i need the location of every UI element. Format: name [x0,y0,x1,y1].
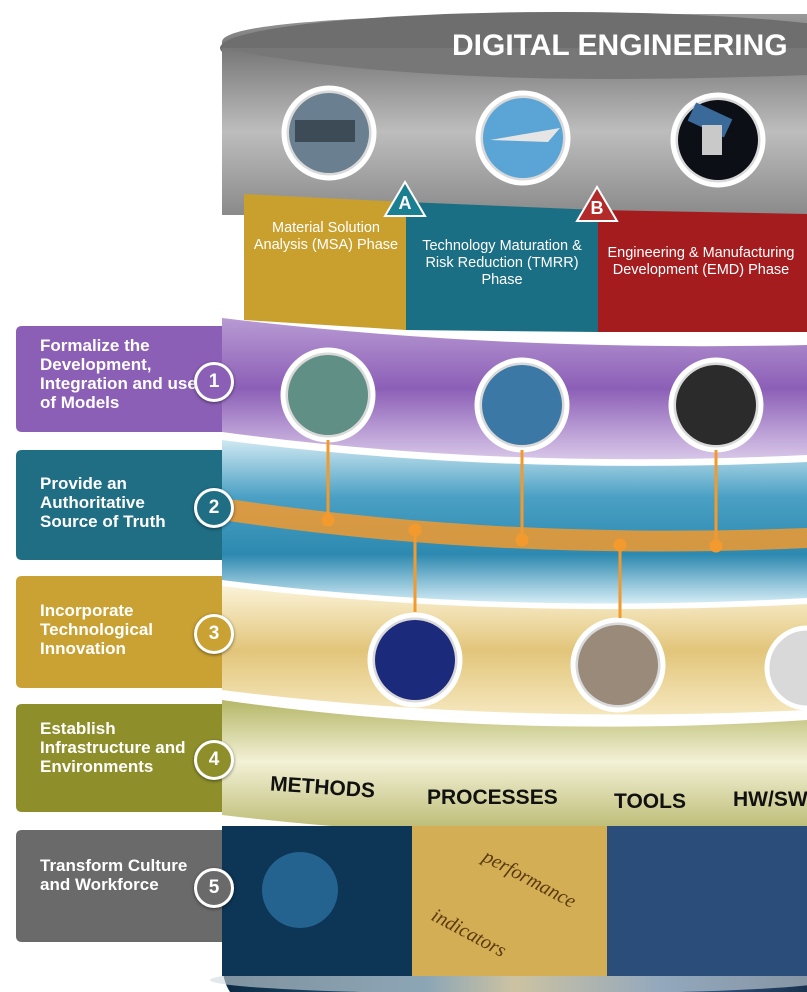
hwsw-label: HW/SW [733,788,807,811]
phase-emd-label: Engineering & Manufacturing Development … [607,245,795,278]
processes-label: PROCESSES [427,786,558,809]
goal-1-label: Formalize the Development, Integration a… [40,336,197,412]
goal-2-badge: 2 [194,488,234,528]
goal-5-badge: 5 [194,868,234,908]
goal-3-badge: 3 [194,614,234,654]
goal-2-label: Provide an Authoritative Source of Truth [40,474,166,531]
goal-4-label: Establish Infrastructure and Environment… [40,719,186,776]
goal-1-badge: 1 [194,362,234,402]
tools-label: TOOLS [614,790,686,813]
page-title: DIGITAL ENGINEERING [452,29,788,62]
goal-5-label: Transform Culture and Workforce [40,856,188,894]
milestone-a-label: A [398,193,412,213]
goal-3-label: Incorporate Technological Innovation [40,601,154,658]
goal-4-badge: 4 [194,740,234,780]
milestone-b-label: B [590,198,604,218]
phase-tmrr-label: Technology Maturation & Risk Reduction (… [422,238,582,288]
phase-msa-label: Material Solution Analysis (MSA) Phase [253,220,399,253]
